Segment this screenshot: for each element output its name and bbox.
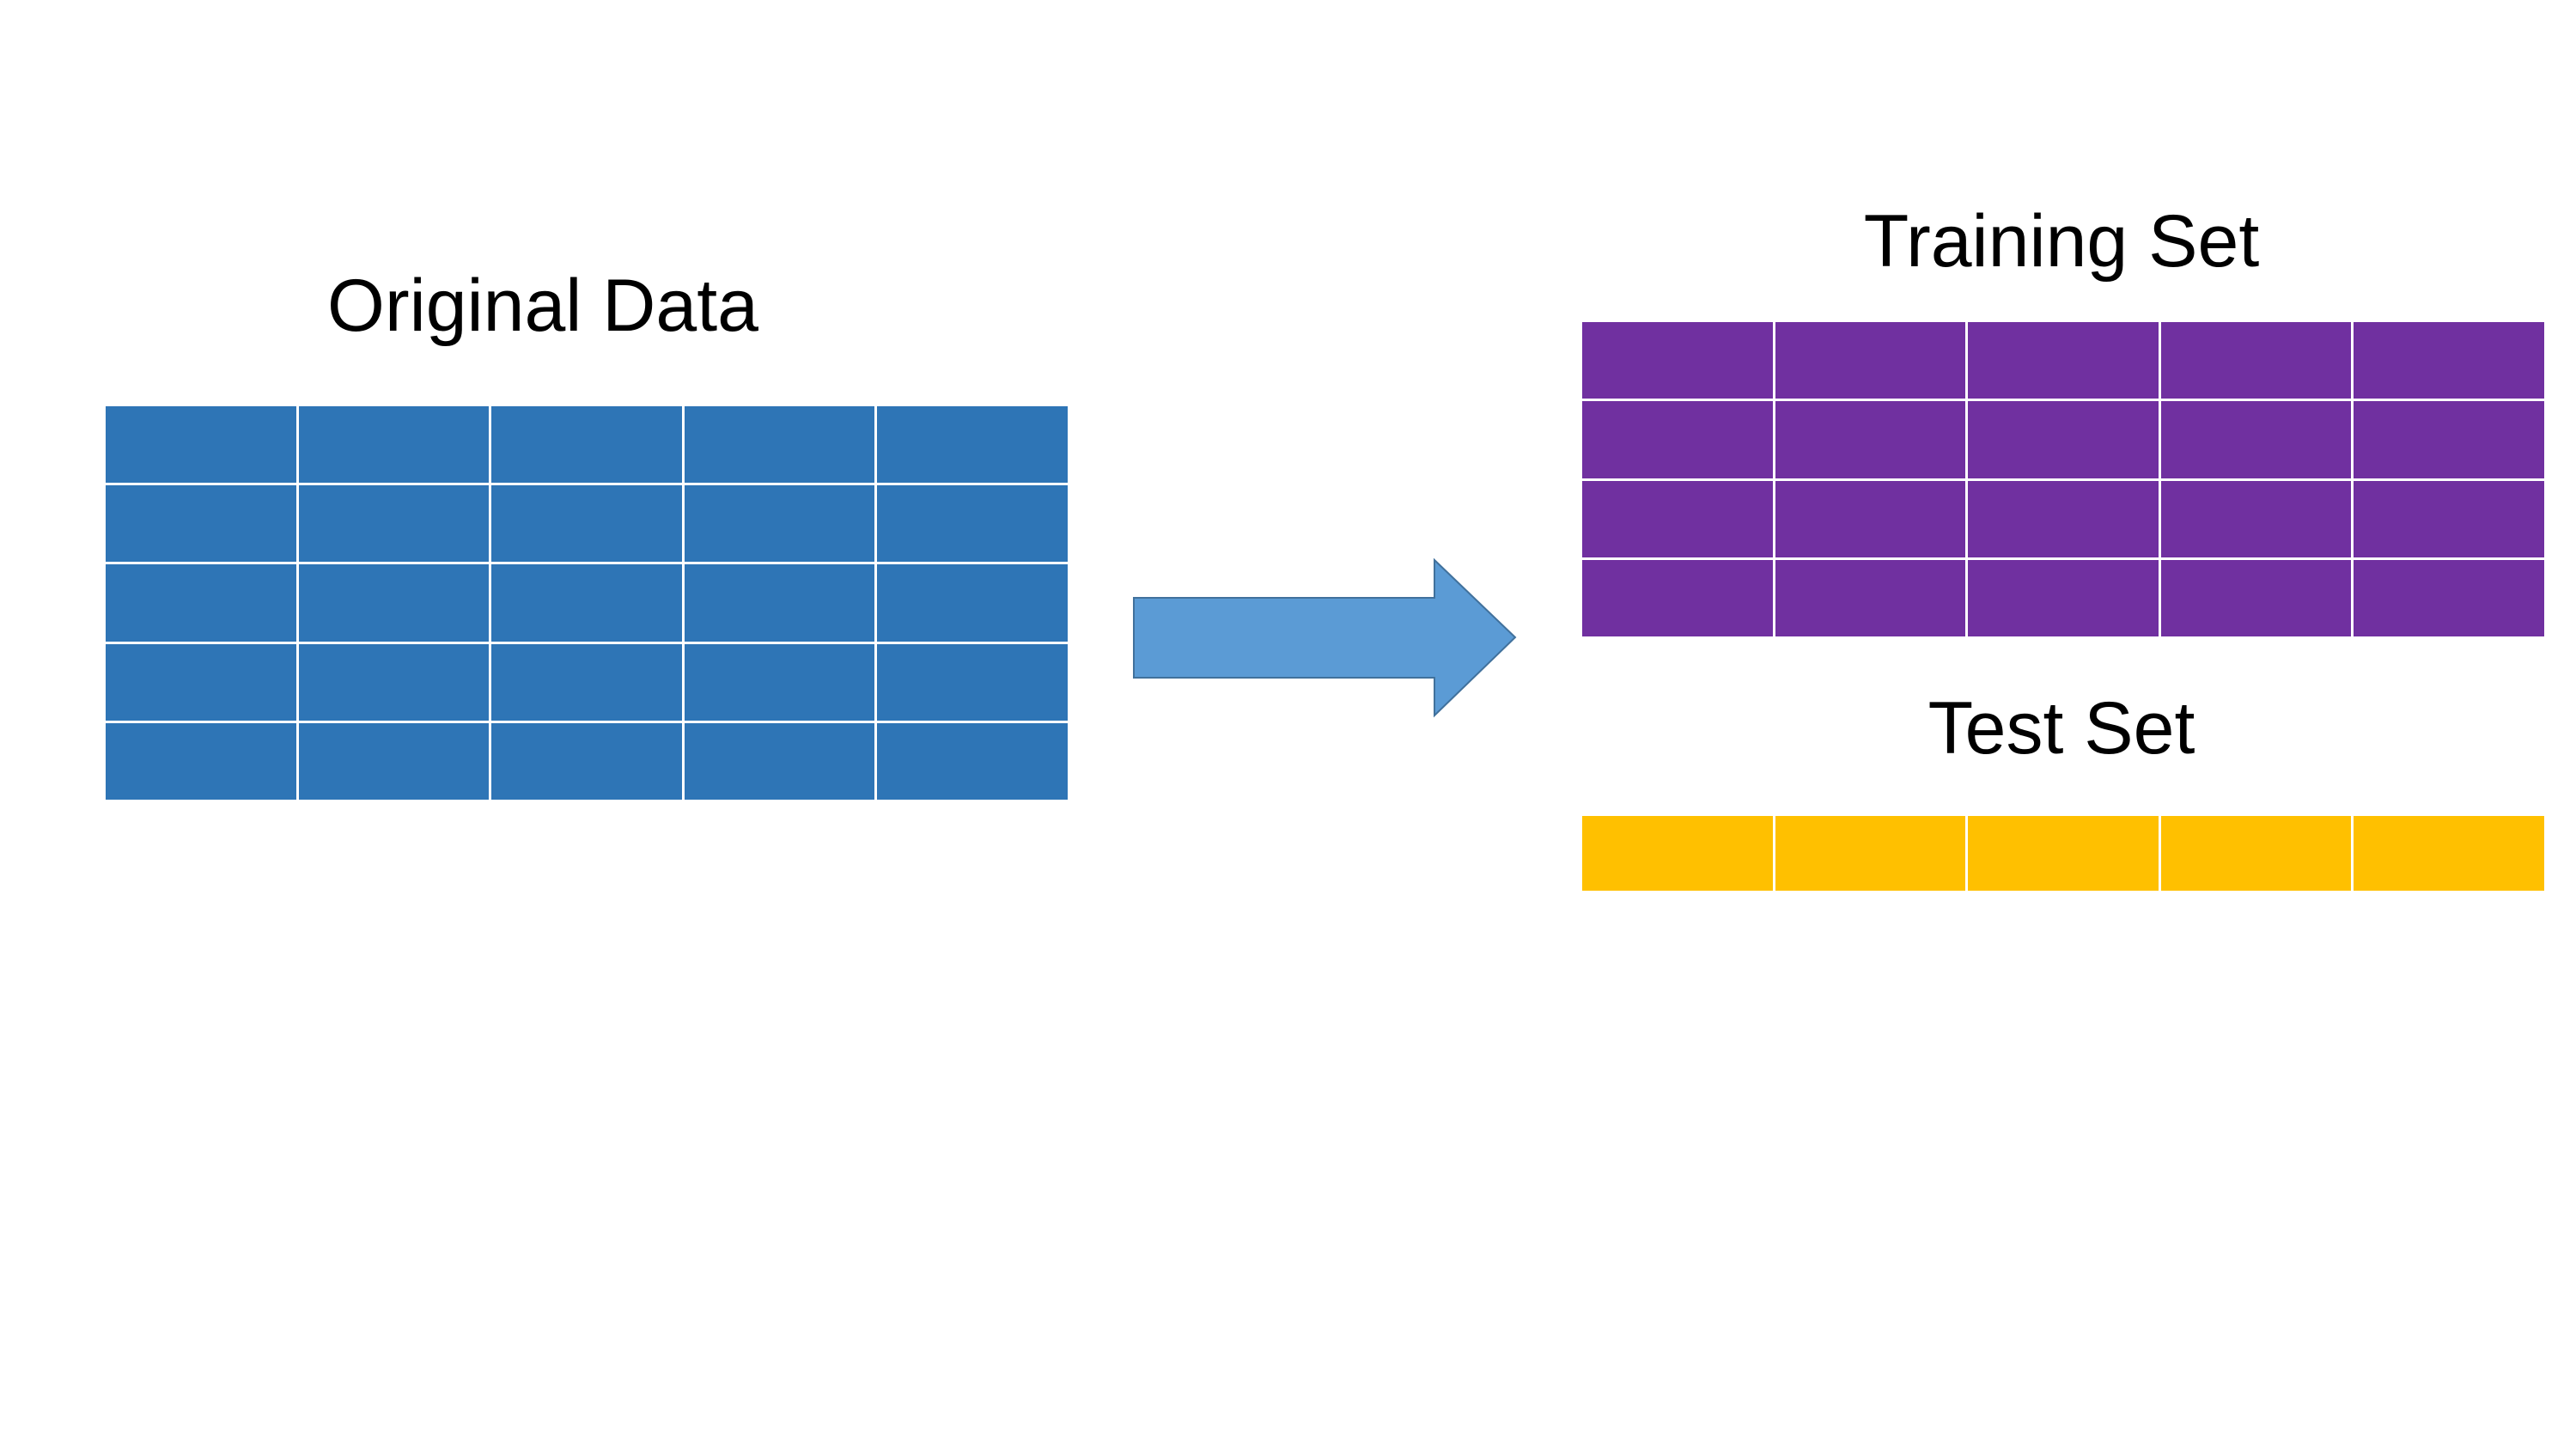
test-table-cell	[2354, 816, 2544, 891]
original-table-cell	[298, 485, 490, 563]
training-table-cell	[1775, 401, 1966, 478]
training-table-cell	[2354, 559, 2544, 636]
original-data-table	[106, 406, 1068, 800]
original-table-cell	[298, 643, 490, 721]
original-table-cell	[298, 406, 490, 484]
test-table-cell	[1775, 816, 1966, 891]
original-table-cell	[491, 485, 682, 563]
training-table-cell	[1775, 322, 1966, 399]
training-table-cell	[1582, 401, 1773, 478]
original-table-cell	[877, 643, 1068, 721]
original-table-cell	[491, 722, 682, 800]
training-table-cell	[1968, 559, 2159, 636]
original-table-cell	[491, 643, 682, 721]
original-table-cell	[491, 406, 682, 484]
training-table-cell	[1775, 559, 1966, 636]
original-table-cell	[684, 643, 875, 721]
original-table-cell	[106, 722, 296, 800]
test-set-title: Test Set	[1927, 687, 2195, 770]
training-table-cell	[2354, 480, 2544, 557]
training-table-cell	[1968, 322, 2159, 399]
training-set-title: Training Set	[1863, 200, 2260, 283]
training-table-cell	[2160, 401, 2352, 478]
original-table-cell	[106, 643, 296, 721]
original-table-cell	[684, 485, 875, 563]
original-table-cell	[298, 564, 490, 642]
test-table-cell	[1582, 816, 1773, 891]
test-table-cell	[1968, 816, 2159, 891]
original-table-cell	[877, 564, 1068, 642]
original-table-cell	[684, 406, 875, 484]
original-table-cell	[491, 564, 682, 642]
training-table-cell	[2160, 480, 2352, 557]
original-table-cell	[106, 406, 296, 484]
original-table-cell	[877, 406, 1068, 484]
original-table-cell	[684, 564, 875, 642]
training-table-cell	[2160, 322, 2352, 399]
training-table-cell	[1968, 480, 2159, 557]
original-table-cell	[684, 722, 875, 800]
original-data-title: Original Data	[327, 265, 758, 347]
original-table-cell	[106, 485, 296, 563]
training-table-cell	[1775, 480, 1966, 557]
training-table-cell	[2160, 559, 2352, 636]
training-table-cell	[1968, 401, 2159, 478]
original-table-cell	[877, 722, 1068, 800]
training-table-cell	[1582, 480, 1773, 557]
original-table-cell	[298, 722, 490, 800]
training-table-cell	[2354, 401, 2544, 478]
arrow-shape	[1133, 557, 1517, 718]
test-table-cell	[2160, 816, 2352, 891]
original-table-cell	[877, 485, 1068, 563]
training-table-cell	[1582, 322, 1773, 399]
training-table-cell	[2354, 322, 2544, 399]
training-set-table	[1582, 322, 2544, 636]
training-table-cell	[1582, 559, 1773, 636]
right-arrow-icon	[1133, 557, 1517, 718]
test-set-table	[1582, 816, 2544, 891]
original-table-cell	[106, 564, 296, 642]
